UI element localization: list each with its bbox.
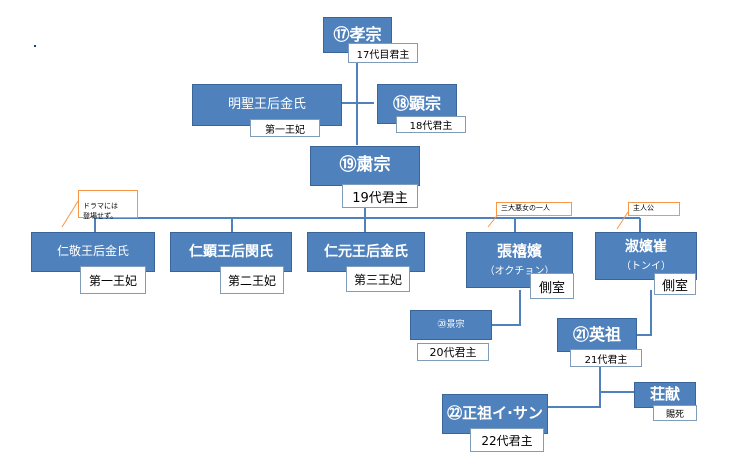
node-inwon: 仁元王后金氏 [307,232,425,272]
node-gyeongjong-name: ⑳景宗 [437,319,465,330]
node-inwon-title: 第三王妃 [346,266,410,292]
node-yeongjo-name: ㉑英祖 [572,324,621,344]
node-jangheon: 荘献 [634,382,696,408]
node-gyeongjong-title: 20代君主 [417,343,489,361]
node-hyojong-name: ⑰孝宗 [333,24,382,44]
callout-not-in-drama: ドラマには 登場せず。 [78,190,138,220]
node-inwon-name: 仁元王后金氏 [324,243,408,260]
node-jeongjo-name: ㉒正祖イ·サン [447,404,543,423]
node-ingyeong-title: 第一王妃 [80,266,146,294]
node-gyeongjong: ⑳景宗 [410,310,492,340]
node-ingyeong-name: 仁敬王后金氏 [56,244,129,259]
node-jeongjo-title: 22代君主 [470,428,544,452]
node-hyeonjong-title: 18代君主 [396,116,466,133]
node-jang-nickname: （オクチョン） [484,265,555,277]
node-yeongjo: ㉑英祖 [557,318,637,352]
node-jangheon-title: 賜死 [653,405,697,421]
node-myeongseong-name: 明聖王后金氏 [227,96,306,112]
node-hyojong-title: 17代目君主 [348,43,418,63]
node-yeongjo-title: 21代君主 [570,349,642,367]
node-inhyeon: 仁顕王后閔氏 [170,232,292,272]
node-jangheon-name: 荘献 [649,385,680,404]
callout-protagonist: 主人公 [628,202,680,216]
node-choe-name: 淑嬪崔 [625,239,667,256]
node-myeongseong-title: 第一王妃 [250,119,320,137]
node-inhyeon-name: 仁顕王后閔氏 [189,243,273,260]
node-hyeonjong-name: ⑱顕宗 [392,93,441,113]
node-choe: 淑嬪崔 （トンイ） [595,232,697,280]
node-choe-title: 側室 [654,273,696,295]
node-sukjong: ⑲粛宗 [310,146,420,186]
node-choe-nickname: （トンイ） [621,261,671,273]
node-inhyeon-title: 第二王妃 [220,266,284,294]
node-sukjong-title: 19代君主 [342,184,418,208]
node-jang-name: 張禧嬪 [496,241,542,260]
node-sukjong-name: ⑲粛宗 [339,155,391,176]
callout-three-villainesses: 三大悪女の一人 [496,202,572,216]
node-jang-title: 側室 [530,273,574,299]
stray-dot [34,45,36,47]
